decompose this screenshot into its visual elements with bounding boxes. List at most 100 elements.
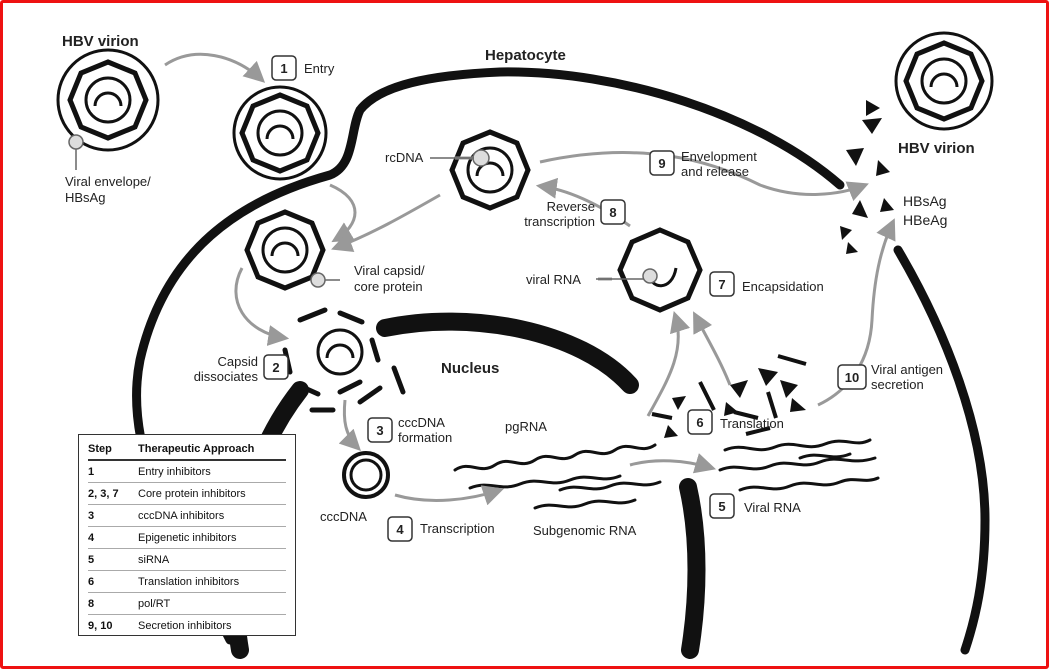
step-number: 8 [609,205,616,220]
legend-header-approach: Therapeutic Approach [138,441,286,461]
nucleus-envelope-lower [679,478,706,659]
step-number: 9 [658,156,665,171]
step-label: Entry [304,61,335,76]
step-badge [263,354,289,380]
hepatocyte-membrane [132,67,845,645]
step-label: transcription [524,214,595,229]
dissociating-capsid [282,307,406,413]
legend-step: 1 [88,460,138,483]
translation-products [651,354,807,438]
step-badge [709,493,735,519]
cccdna-circle [342,451,390,499]
step-badge [649,150,675,176]
hbv-virion-left [56,48,160,152]
step-label: Viral RNA [744,500,801,515]
legend-approach: cccDNA inhibitors [138,504,286,527]
legend-step: 3 [88,504,138,527]
step-label: Encapsidation [742,279,824,294]
hbsag-label: HBsAg [903,193,947,209]
label-pointers [75,149,644,281]
viral-capsid-label-2: core protein [354,279,423,294]
legend-approach: Translation inhibitors [138,570,286,593]
step-label: Capsid [218,354,258,369]
legend-step: 4 [88,526,138,549]
hbv-virion-left-label: HBV virion [62,33,139,50]
step-label: formation [398,430,452,445]
viral-envelope-label-2: HBsAg [65,190,105,205]
step-6: 6 Translation [687,409,784,435]
nucleus-label: Nucleus [441,360,499,377]
legend-approach: Entry inhibitors [138,460,286,483]
legend-approach: siRNA [138,548,286,571]
cccdna-label: cccDNA [320,509,367,524]
step-number: 2 [272,360,279,375]
legend-step: 9, 10 [88,619,113,632]
step-number: 7 [718,277,725,292]
step-number: 1 [280,61,287,76]
legend-header-step: Step [88,441,138,461]
hepatocyte-membrane-right [893,245,990,655]
entering-virion [232,85,328,181]
hepatocyte-label: Hepatocyte [485,47,566,64]
flow-arrows [164,52,896,506]
step-badge [687,409,713,435]
legend-step: 2, 3, 7 [88,482,138,505]
step-1: 1 Entry [271,55,335,81]
legend-approach: Epigenetic inhibitors [138,526,286,549]
step-label: Transcription [420,521,495,536]
step-label: cccDNA [398,415,445,430]
step-badge [387,516,413,542]
nucleus-envelope [376,312,639,394]
step-badge [367,417,393,443]
rcdna-label: rcDNA [385,150,424,165]
step-label: Viral antigen [871,362,943,377]
step-label: Translation [720,416,784,431]
step-number: 10 [845,370,859,385]
step-5: 5 Viral RNA [709,493,801,519]
rna-strands [453,438,880,510]
step-7: 7 Encapsidation [709,271,824,297]
step-badge [709,271,735,297]
step-label: dissociates [194,369,259,384]
step-badge [600,199,626,225]
step-number: 3 [376,423,383,438]
step-label: Reverse [547,199,595,214]
viral-rna-capsid-label: viral RNA [526,272,581,287]
viral-capsid [247,212,326,288]
step-badge [271,55,297,81]
step-number: 5 [718,499,725,514]
pgrna-label: pgRNA [505,419,547,434]
legend-approach: pol/RT [138,592,286,615]
step-badge [837,364,867,390]
step-label: secretion [871,377,924,392]
step-label: and release [681,164,749,179]
secreted-antigens [840,100,894,254]
rcdna-capsid [452,132,528,208]
legend-step: 5 [88,548,138,571]
hbv-virion-right [894,31,994,131]
step-number: 6 [696,415,703,430]
legend-approach: Core protein inhibitors [138,482,286,505]
step-label: Envelopment [681,149,757,164]
legend-row: 9, 10 Secretion inhibitors [88,615,286,637]
hbv-virion-right-label: HBV virion [898,140,975,157]
legend-step: 8 [88,592,138,615]
legend-approach: Secretion inhibitors [138,619,232,632]
encapsidation-capsid [617,227,703,313]
legend-step: 6 [88,570,138,593]
